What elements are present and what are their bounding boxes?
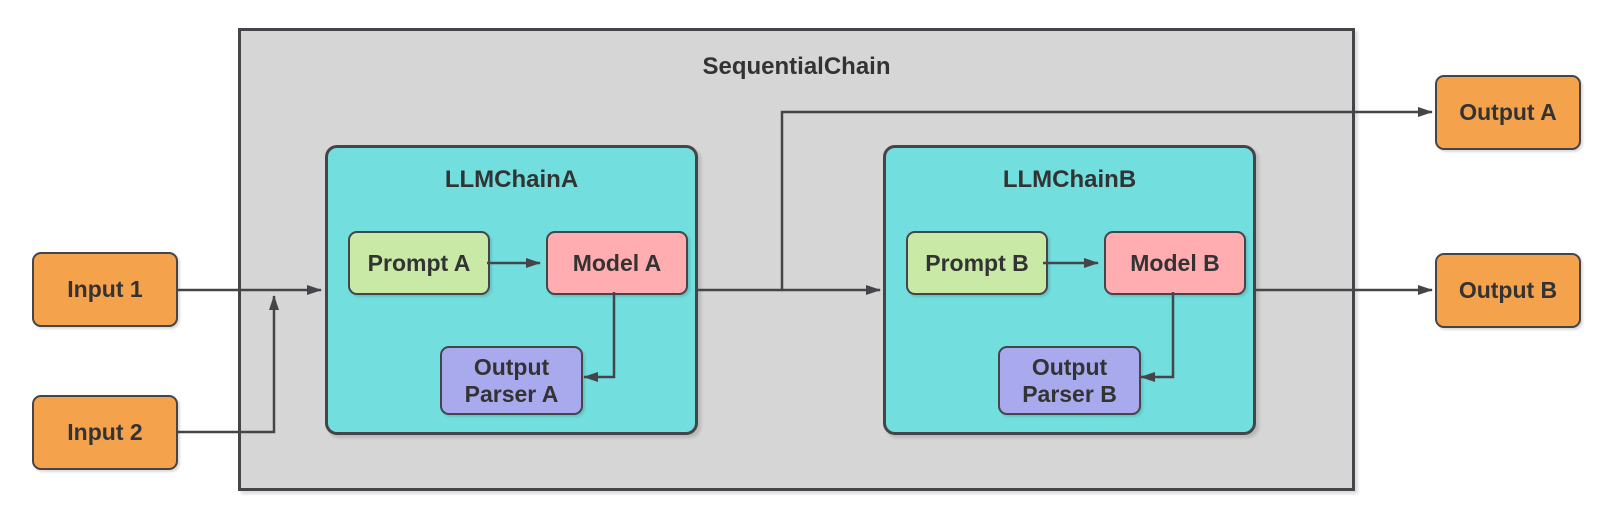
output-parser-a-node: Output Parser A: [440, 346, 583, 415]
llmchain-b-box: LLMChainB Prompt B Model B Output Parser…: [883, 145, 1256, 435]
prompt-a-node: Prompt A: [348, 231, 490, 295]
model-b-node: Model B: [1104, 231, 1246, 295]
input-2-node: Input 2: [32, 395, 178, 470]
llmchain-a-box: LLMChainA Prompt A Model A Output Parser…: [325, 145, 698, 435]
prompt-b-node: Prompt B: [906, 231, 1048, 295]
output-parser-b-node: Output Parser B: [998, 346, 1141, 415]
model-a-node: Model A: [546, 231, 688, 295]
output-b-node: Output B: [1435, 253, 1581, 328]
output-a-node: Output A: [1435, 75, 1581, 150]
sequential-chain-title: SequentialChain: [702, 53, 891, 80]
llmchain-a-title: LLMChainA: [444, 166, 579, 193]
input-1-node: Input 1: [32, 252, 178, 327]
llmchain-b-title: LLMChainB: [1002, 166, 1137, 193]
